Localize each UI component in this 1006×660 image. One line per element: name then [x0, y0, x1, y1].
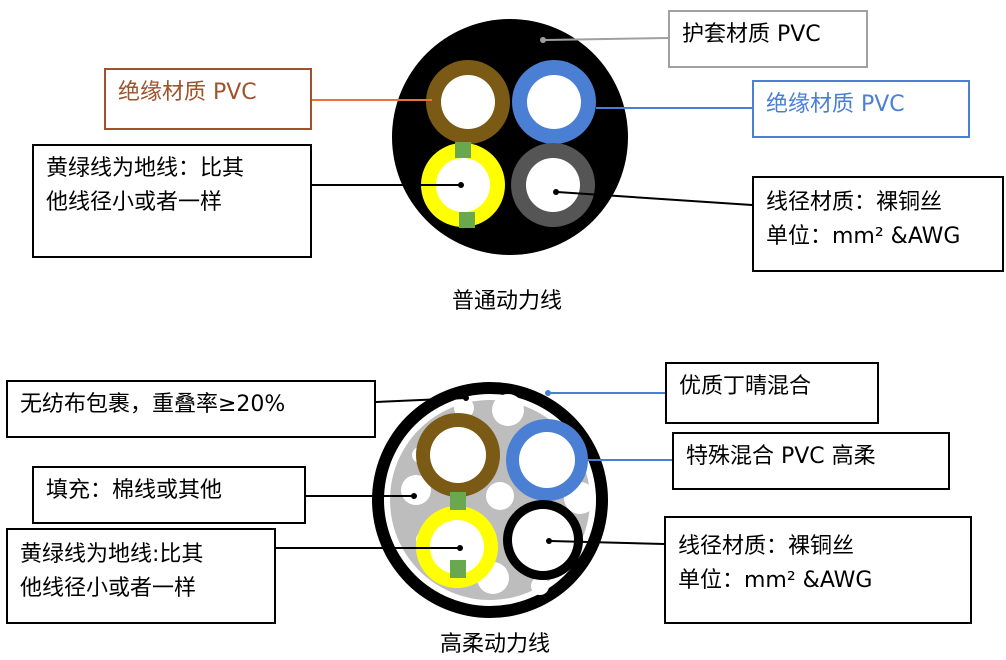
green-stripe-bottom-flex: [450, 560, 466, 578]
standard-power-cable: [312, 19, 753, 255]
leader-ground-flex-dot: [457, 545, 463, 551]
leader-conductor: [556, 191, 753, 206]
label-conductor-flex: 线径材质：裸铜丝 单位：mm² &AWG: [664, 516, 972, 624]
caption-standard-cable: 普通动力线: [452, 289, 563, 314]
label-conductor-flex-line-2: 单位：mm² &AWG: [678, 568, 873, 593]
blue-core-conductor: [527, 75, 581, 129]
leader-jacket-dot: [540, 37, 546, 43]
label-conductor-line-2: 单位：mm² &AWG: [766, 224, 961, 249]
leader-ground-dot: [458, 182, 464, 188]
leader-wrap: [375, 397, 467, 403]
leader-conductor-flex-dot: [546, 538, 552, 544]
label-jacket-material: 护套材质 PVC: [668, 10, 868, 68]
leader-conductor-dot: [553, 189, 559, 195]
label-insulation-left-text: 绝缘材质 PVC: [118, 80, 257, 105]
brown-core-conductor-flex: [430, 427, 486, 483]
label-nitrile-text: 优质丁晴混合: [679, 374, 812, 399]
leader-conductor-flex: [549, 540, 665, 545]
green-stripe-top: [455, 142, 471, 158]
label-ground-wire-flex: 黄绿线为地线:比其 他线径小或者一样: [6, 528, 276, 624]
label-insulation-flex: 特殊混合 PVC 高柔: [672, 432, 950, 490]
label-wrap-text: 无纺布包裹，重叠率≥20%: [20, 392, 286, 417]
label-ground-flex-line-1: 黄绿线为地线:比其: [20, 542, 204, 567]
label-conductor-line-1: 线径材质：裸铜丝: [766, 190, 943, 215]
filler-strand: [401, 475, 431, 505]
leader-wrap-dot: [463, 395, 469, 401]
brown-core-conductor: [441, 75, 495, 129]
label-ground-wire: 黄绿线为地线：比其 他线径小或者一样: [32, 144, 312, 258]
caption-high-flex-cable: 高柔动力线: [440, 632, 551, 657]
black-core-conductor-flex: [512, 509, 574, 571]
label-conductor-flex-line-1: 线径材质：裸铜丝: [678, 534, 855, 559]
label-filler: 填充：棉线或其他: [32, 466, 306, 524]
leader-filler-dot: [411, 493, 417, 499]
label-insulation-right: 绝缘材质 PVC: [752, 80, 970, 138]
label-nitrile: 优质丁晴混合: [665, 362, 879, 424]
label-ground-line-1: 黄绿线为地线：比其: [46, 156, 245, 181]
green-stripe-bottom: [459, 212, 475, 228]
label-filler-text: 填充：棉线或其他: [46, 478, 223, 503]
blue-core-conductor-flex: [519, 432, 575, 488]
label-insulation-right-text: 绝缘材质 PVC: [766, 92, 905, 117]
label-ground-flex-line-2: 他线径小或者一样: [20, 576, 197, 601]
label-conductor: 线径材质：裸铜丝 单位：mm² &AWG: [752, 176, 1004, 272]
label-jacket-text: 护套材质 PVC: [682, 22, 821, 47]
filler-strand: [454, 398, 474, 418]
filler-strand: [486, 482, 514, 510]
grey-core-conductor: [526, 158, 580, 212]
label-ground-line-2: 他线径小或者一样: [46, 190, 223, 215]
filler-strand: [531, 577, 549, 595]
label-insulation-flex-text: 特殊混合 PVC 高柔: [686, 444, 876, 469]
leader-nitrile-dot: [545, 390, 551, 396]
green-stripe-top-flex: [450, 492, 466, 510]
label-insulation-left: 绝缘材质 PVC: [104, 68, 312, 130]
high-flex-power-cable: [276, 382, 672, 618]
outer-jacket: [392, 19, 628, 255]
leader-jacket: [544, 37, 669, 41]
label-nonwoven-wrap: 无纺布包裹，重叠率≥20%: [6, 380, 376, 438]
filler-strand: [492, 394, 524, 426]
